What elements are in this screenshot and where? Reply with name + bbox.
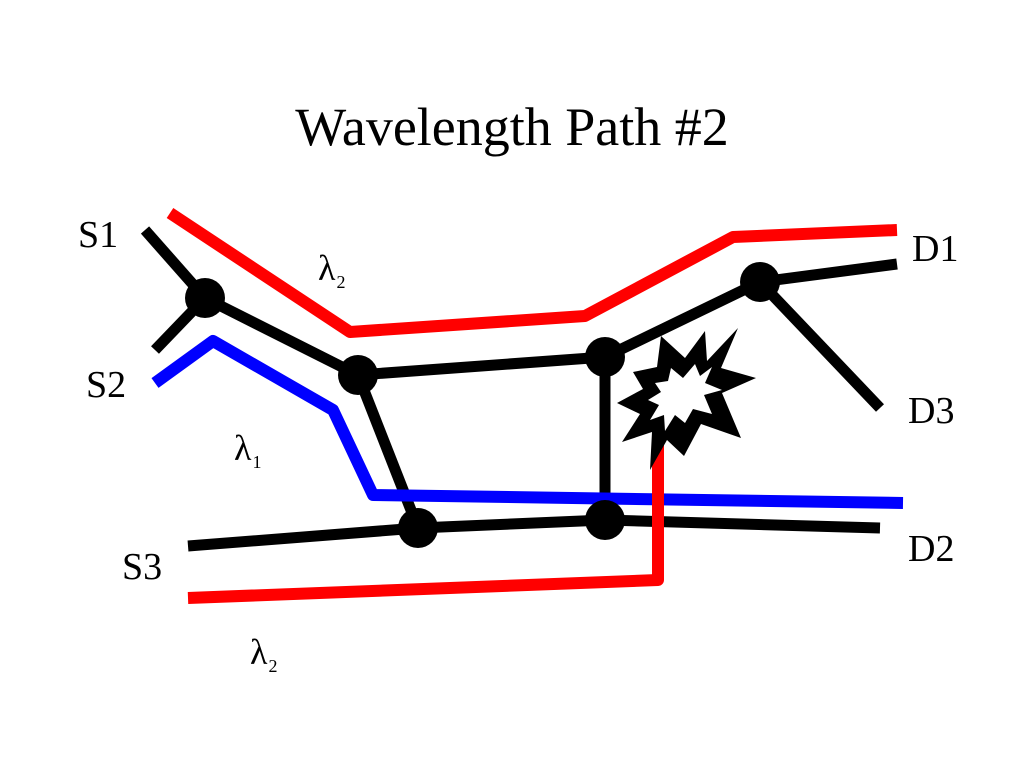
lambda-symbol: λ: [234, 428, 252, 468]
node-4: [740, 262, 780, 302]
link-node3-node4: [602, 277, 763, 362]
link-node2-node3: [357, 351, 606, 381]
wavelength-path-blue: [151, 335, 904, 509]
link-node1-node2: [202, 293, 361, 380]
wavelength-label-top-red: λ2: [318, 248, 345, 291]
wavelength-path-red-top: [166, 207, 898, 338]
node-1: [185, 278, 225, 318]
label-d3: D3: [908, 390, 955, 432]
fault-burst-icon: [617, 328, 756, 470]
link-node5-node6: [417, 514, 606, 534]
link-s3-node5: [187, 522, 419, 552]
node-2: [338, 355, 378, 395]
fiber-links: [140, 226, 898, 552]
label-s2: S2: [86, 364, 127, 406]
nodes: [185, 262, 780, 548]
lambda-subscript: 2: [336, 272, 346, 292]
node-5: [398, 508, 438, 548]
label-d2: D2: [908, 528, 955, 570]
link-node4-d1: [759, 258, 898, 288]
link-node2-node5: [352, 372, 424, 531]
wavelength-label-bottom-red: λ2: [250, 632, 277, 675]
slide-title: Wavelength Path #2: [295, 97, 729, 157]
fault-burst-inner: [648, 364, 722, 431]
node-3: [585, 337, 625, 377]
link-node6-d2: [604, 514, 881, 534]
label-d1: D1: [912, 228, 959, 270]
lambda-symbol: λ: [250, 632, 268, 672]
label-s3: S3: [122, 546, 163, 588]
lambda-subscript: 2: [268, 656, 278, 676]
node-6: [585, 500, 625, 540]
lambda-subscript: 1: [252, 452, 262, 472]
lambda-symbol: λ: [318, 248, 336, 288]
link-node4-d3: [756, 278, 884, 412]
label-s1: S1: [78, 214, 119, 256]
wavelength-path-red-bottom: [187, 411, 664, 604]
wavelength-label-blue: λ1: [234, 428, 261, 471]
